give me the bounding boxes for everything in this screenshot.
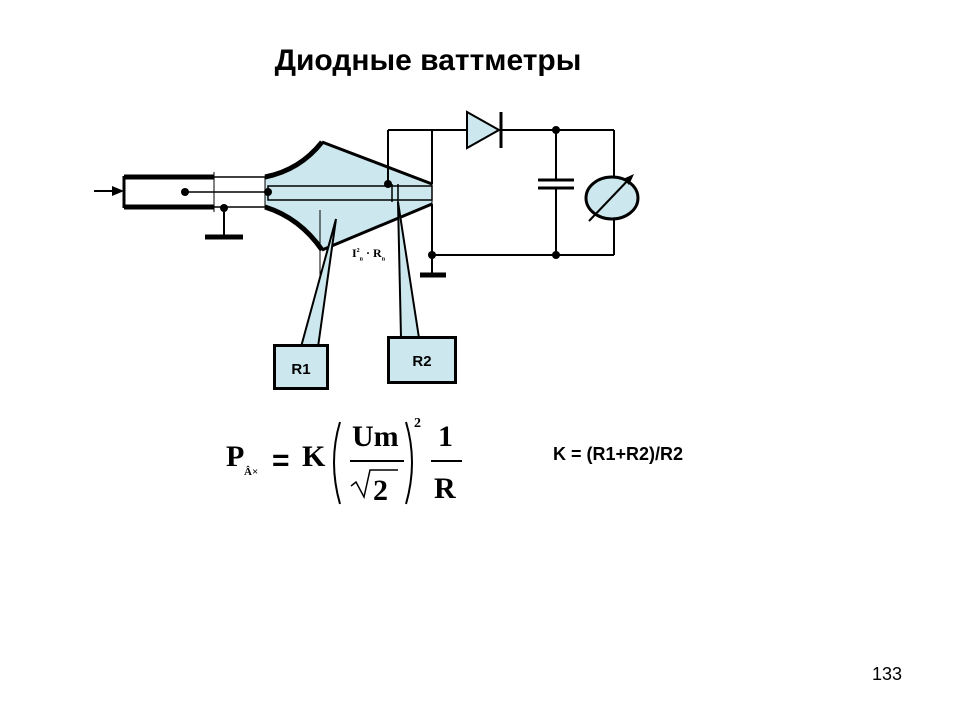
power-label-dot: · (366, 246, 371, 260)
r2-lead (397, 201, 421, 339)
formula-equals: = (272, 444, 290, 477)
formula-graphics (333, 421, 462, 505)
formula-r: R (434, 472, 456, 505)
r2-label: R2 (387, 336, 457, 384)
formula-um: Um (352, 420, 399, 453)
formula-p: P (226, 440, 245, 473)
input-arrow-icon (94, 186, 124, 196)
power-label-i: I (352, 246, 357, 260)
power-label: I2 n · Rn (352, 246, 385, 262)
power-label-r: R (373, 246, 382, 260)
coax-connector (122, 172, 268, 212)
k-formula: K = (R1+R2)/R2 (553, 444, 684, 464)
capacitor-icon (538, 130, 574, 255)
horn-body (264, 140, 433, 290)
formula-k: K (302, 440, 326, 473)
slide-title: Диодные ваттметры (274, 44, 582, 77)
page-number: 133 (872, 664, 903, 684)
power-label-i-sub: n (359, 256, 364, 263)
meter-icon (584, 174, 640, 222)
power-label-r-sub: n (381, 256, 386, 263)
ground-symbol-left (205, 204, 243, 240)
formula-p-subscript: Â× (244, 466, 259, 478)
formula-sqrt-two: 2 (373, 474, 388, 507)
diode-icon (466, 110, 503, 150)
power-label-i-sup: 2 (356, 248, 360, 254)
formula-one: 1 (438, 420, 453, 453)
r1-label: R1 (273, 344, 329, 390)
formula-exponent: 2 (414, 416, 421, 431)
